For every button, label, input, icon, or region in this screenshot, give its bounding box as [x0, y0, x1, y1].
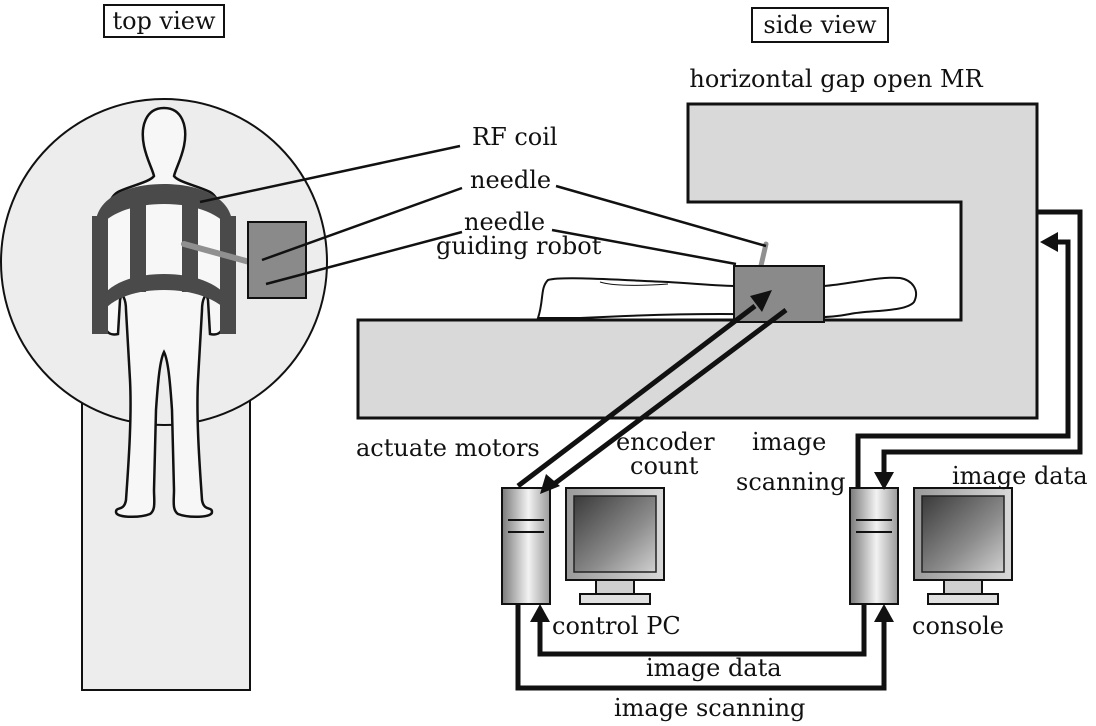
arrow-image-data-bottom	[537, 604, 867, 657]
arrowhead-magnet	[1040, 232, 1058, 252]
console-monitor	[913, 487, 1013, 605]
arrow-encoder-count	[552, 308, 788, 486]
arrow-image-data-top	[881, 209, 1083, 476]
side-view-label: side view	[763, 11, 877, 39]
patient-side-view	[536, 276, 918, 319]
image-scanning-top-label-line2: scanning	[736, 468, 845, 496]
console-tower	[849, 487, 899, 605]
side-view-title: side view	[751, 7, 889, 43]
mr-magnet	[356, 102, 1039, 420]
rf-coil-label: RF coil	[472, 123, 558, 151]
leader-lines	[199, 144, 767, 286]
image-scanning-top-label-line1: image	[752, 428, 826, 456]
encoder-label-line2: count	[630, 452, 699, 480]
control-pc-monitor	[565, 487, 665, 605]
top-view-label: top view	[112, 7, 216, 35]
encoder-label-line1: encoder	[616, 428, 715, 456]
robot-top-view	[247, 221, 307, 299]
arrowhead-console-bottom	[874, 604, 894, 622]
arrow-image-scanning-top	[855, 239, 1071, 488]
robot-label-line2: guiding robot	[436, 232, 602, 260]
data-flow-arrows	[515, 209, 1083, 691]
arrow-image-scanning-bottom	[515, 604, 887, 691]
arrowheads	[530, 232, 1058, 622]
image-scanning-bottom-label: image scanning	[614, 694, 805, 722]
arrow-actuate-motors	[516, 304, 757, 488]
control-pc-label: control PC	[552, 612, 681, 640]
patient-side-detail	[599, 281, 669, 286]
arrowhead-console-top	[874, 472, 894, 490]
image-data-bottom-label: image data	[646, 654, 782, 682]
console-label: console	[912, 612, 1004, 640]
actuate-motors-label: actuate motors	[356, 434, 540, 462]
control-pc-tower	[501, 487, 551, 605]
arrowhead-control-pc-top	[540, 474, 560, 494]
arrowhead-robot	[750, 290, 772, 312]
top-view-title: top view	[103, 4, 225, 38]
image-data-top-label: image data	[952, 462, 1088, 490]
needle-label: needle	[470, 166, 551, 194]
mr-scanner-label: horizontal gap open MR	[689, 65, 983, 93]
arrowhead-control-pc-bottom	[530, 604, 550, 622]
robot-label-line1: needle	[464, 208, 545, 236]
